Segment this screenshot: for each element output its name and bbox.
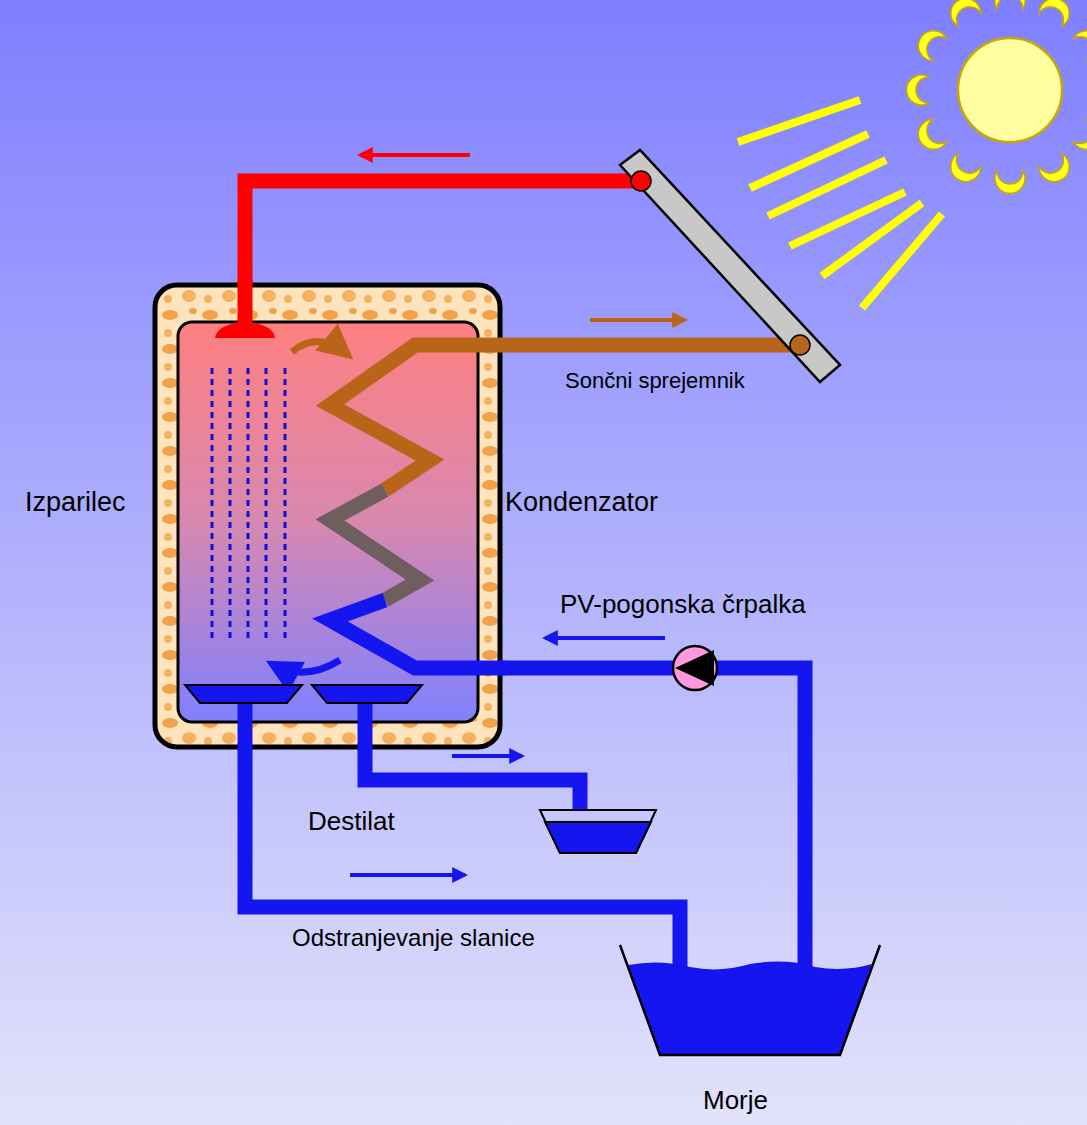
flow-arrow bbox=[545, 636, 665, 640]
spray-drops bbox=[284, 368, 287, 640]
outlet-port bbox=[631, 171, 651, 191]
sun-rays bbox=[822, 203, 922, 276]
sun bbox=[995, 171, 1025, 193]
flow-arrow bbox=[590, 318, 685, 322]
sun-rays bbox=[738, 100, 942, 308]
spray-drops bbox=[229, 368, 232, 640]
pipe-connector bbox=[500, 320, 800, 345]
inner-pipes bbox=[330, 490, 420, 600]
inner-pipes bbox=[238, 698, 253, 750]
collecting-tray bbox=[312, 685, 422, 703]
flow-arrow bbox=[452, 754, 522, 758]
inner-pipes bbox=[238, 280, 253, 328]
pipe bbox=[500, 338, 800, 353]
sun bbox=[1073, 118, 1087, 155]
sun bbox=[907, 0, 1087, 193]
pipe-connector bbox=[245, 747, 680, 970]
sun bbox=[958, 38, 1062, 142]
sun bbox=[995, 0, 1025, 9]
sea-basin: Morje bbox=[620, 940, 882, 1120]
flow-label: Destilat bbox=[308, 807, 395, 837]
spray-drops bbox=[212, 368, 285, 640]
flow-arrow bbox=[350, 873, 465, 877]
sea-basin bbox=[620, 945, 880, 1055]
pipe-label: Odstranjevanje slanice bbox=[292, 924, 535, 952]
sprayer bbox=[215, 322, 275, 338]
spray-drops bbox=[265, 368, 268, 640]
spray-drops bbox=[211, 368, 214, 640]
part-label: Morje bbox=[703, 1086, 768, 1116]
sun bbox=[913, 118, 947, 155]
pipe-connector bbox=[245, 155, 641, 285]
inner-pipes bbox=[365, 698, 580, 810]
inner-pipes bbox=[330, 600, 505, 668]
distillate-basin bbox=[540, 810, 656, 853]
collecting-tray bbox=[185, 685, 422, 703]
part-label: Kondenzator bbox=[505, 487, 658, 518]
desalination-tank: IzparilecKondenzator bbox=[155, 285, 500, 747]
inlet-port bbox=[790, 335, 810, 355]
sun bbox=[907, 75, 929, 105]
node-outline bbox=[615, 145, 845, 385]
pipe bbox=[500, 668, 805, 970]
distillate-basin bbox=[545, 822, 651, 853]
pump-symbol bbox=[673, 646, 717, 690]
sun bbox=[1038, 0, 1075, 27]
sea-water bbox=[628, 962, 872, 1055]
inner-pipes bbox=[245, 280, 580, 810]
flow-arrow bbox=[292, 342, 348, 355]
sun-rays bbox=[862, 214, 942, 308]
part-label: Izparilec bbox=[25, 487, 126, 518]
pump-symbol bbox=[675, 650, 714, 686]
pipe-label: PV-pogonska črpalka bbox=[560, 590, 806, 620]
sun bbox=[913, 25, 947, 62]
pipe bbox=[245, 181, 641, 285]
collecting-tray bbox=[185, 685, 302, 703]
pipe bbox=[245, 747, 680, 970]
pump-symbol bbox=[673, 646, 717, 690]
distillate-basin bbox=[540, 810, 656, 853]
sun bbox=[945, 153, 982, 187]
sun-rays bbox=[790, 192, 905, 246]
sun bbox=[945, 0, 982, 27]
tank bbox=[155, 285, 500, 747]
tank bbox=[155, 285, 500, 747]
solar-collector: Sončni sprejemnik bbox=[615, 145, 845, 385]
inner-pipes bbox=[330, 345, 500, 490]
flow-arrow bbox=[360, 153, 470, 157]
spray-drops bbox=[247, 368, 250, 640]
part-label: Sončni sprejemnik bbox=[565, 368, 745, 393]
sun bbox=[1038, 153, 1075, 187]
flow-arrow bbox=[272, 660, 340, 672]
collector-panel bbox=[620, 150, 840, 382]
sun-rays bbox=[738, 100, 860, 142]
sun bbox=[1073, 25, 1087, 62]
pipe-connector bbox=[500, 638, 805, 970]
